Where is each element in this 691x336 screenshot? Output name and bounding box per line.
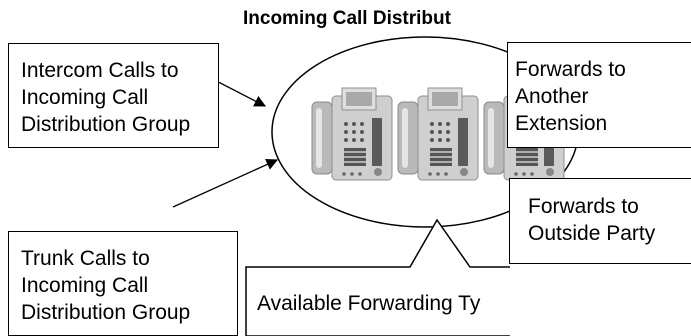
diagram-title: Incoming Call Distribut <box>243 8 451 29</box>
trunk-calls-label: Trunk Calls to Incoming Call Distributio… <box>21 247 191 324</box>
outside-party-label: Forwards to Outside Party <box>528 195 656 245</box>
another-extension-label: Forwards to Another Extension <box>515 58 626 135</box>
another-extension-box <box>507 42 691 148</box>
intercom-calls-box <box>8 43 219 148</box>
trunk-arrow <box>172 159 279 208</box>
intercom-calls-label: Intercom Calls to Incoming Call Distribu… <box>21 59 191 136</box>
trunk-calls-box <box>8 231 238 336</box>
outside-party-box <box>509 178 691 264</box>
available-types-label: Available Forwarding Ty <box>257 292 481 315</box>
